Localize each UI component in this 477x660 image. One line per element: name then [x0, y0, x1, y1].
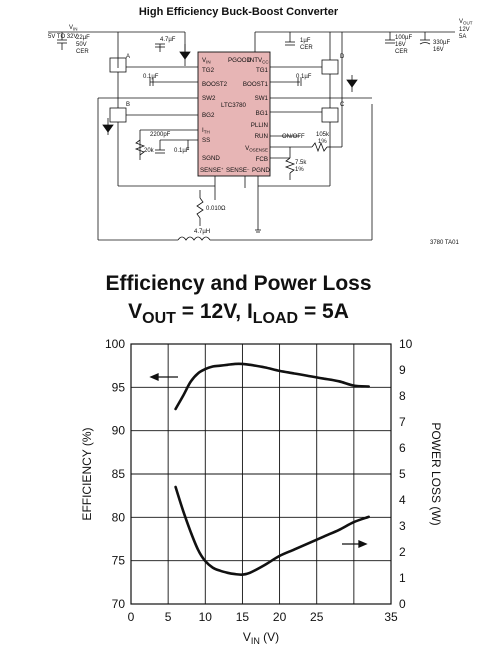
pin-run: RUN: [255, 133, 268, 140]
vout-current: 5A: [459, 34, 466, 40]
y-left-tick-label: 100: [105, 337, 125, 351]
pin-pllin: PLLIN: [251, 122, 268, 129]
chart-title: Efficiency and Power Loss: [105, 272, 372, 295]
pin-ss: SS: [202, 137, 210, 144]
y-right-tick-label: 1: [399, 571, 406, 585]
r-fb-tolerance: 1%: [295, 167, 304, 173]
y-right-tick-label: 4: [399, 493, 406, 507]
c-boost-value: 4.7µF: [160, 37, 176, 43]
pin-sgnd: SGND: [202, 155, 220, 162]
x-tick-label: 20: [273, 610, 287, 624]
chart-series: [174, 362, 370, 576]
schematic-title: High Efficiency Buck-Boost Converter: [138, 6, 339, 18]
c-intvcc-value: 1µF: [300, 38, 311, 44]
efficiency-arrowhead: [149, 373, 159, 381]
x-tick-label: 15: [236, 610, 250, 624]
buck-boost-schematic: VIN PGOOD INTVCC TG2 BOOST2 SW2 BG2 ITH …: [48, 19, 473, 246]
y-right-tick-label: 5: [399, 467, 406, 481]
switch-b-label: B: [126, 102, 130, 108]
y-left-axis-label: EFFICIENCY (%): [80, 427, 94, 520]
y-right-axis-label: POWER LOSS (W): [429, 422, 443, 525]
x-axis-label: VIN (V): [243, 630, 279, 646]
chart-subtitle: VOUT = 12V, ILOAD = 5A: [128, 300, 349, 328]
cin-voltage: 50V: [76, 42, 87, 48]
y-left-tick-label: 70: [112, 597, 126, 611]
plot-frame: [130, 343, 392, 605]
pin-sense-plus: SENSE+: [200, 166, 224, 174]
pin-bg2: BG2: [202, 112, 215, 119]
power-loss-arrowhead: [358, 540, 368, 548]
c-ss-value: 0.1µF: [174, 148, 190, 154]
cout1-voltage: 16V: [395, 42, 406, 48]
r-run-tolerance: 1%: [318, 139, 327, 145]
pin-tg1: TG1: [256, 67, 269, 74]
switch-c-label: C: [340, 102, 345, 108]
ltc3780-ic-body: [197, 51, 271, 177]
y-left-axis-ticks: 70 75 80 85 90 95 100: [105, 337, 125, 611]
c-boost1-value: 0.1µF: [296, 74, 312, 80]
pin-bg1: BG1: [256, 110, 269, 117]
pin-vosense: VOSENSE: [245, 145, 268, 153]
x-tick-label: 25: [310, 610, 324, 624]
pin-pgnd: PGND: [252, 167, 270, 174]
pin-intvcc: INTVCC: [248, 57, 269, 65]
vout-value: 12V: [459, 27, 470, 33]
y-left-tick-label: 90: [112, 424, 126, 438]
power-loss-curve: [174, 485, 370, 576]
y-left-tick-label: 95: [112, 380, 126, 394]
pin-tg2: TG2: [202, 67, 215, 74]
x-tick-label: 35: [384, 610, 398, 624]
y-right-axis-ticks: 0 1 2 3 4 5 6 7 8 9 10: [399, 337, 413, 611]
y-right-tick-label: 7: [399, 415, 406, 429]
inductor-value: 4.7µH: [194, 229, 210, 235]
y-right-tick-label: 2: [399, 545, 406, 559]
y-right-tick-label: 9: [399, 363, 406, 377]
cout1-type: CER: [395, 49, 408, 55]
y-right-tick-label: 6: [399, 441, 406, 455]
x-tick-label: 0: [128, 610, 135, 624]
cin-type: CER: [76, 49, 89, 55]
cout2-value: 330µF: [433, 40, 450, 46]
drawing-code: 3780 TA01: [430, 240, 459, 246]
vin-range: 5V TO 32V: [48, 34, 77, 40]
y-left-tick-label: 85: [112, 467, 126, 481]
on-off-label: ON/OFF: [282, 134, 305, 140]
pin-pgood: PGOOD: [228, 57, 252, 64]
pin-sense-minus: SENSE–: [226, 166, 250, 174]
r-ith-value: 20k: [144, 148, 155, 154]
cout2-voltage: 16V: [433, 47, 444, 53]
vout-label: VOUT: [459, 19, 473, 26]
cin-value: 22µF: [76, 35, 90, 41]
efficiency-curve: [174, 362, 370, 411]
vin-label: VIN: [69, 25, 78, 32]
y-right-tick-label: 8: [399, 389, 406, 403]
pin-vin: VIN: [202, 57, 211, 65]
x-axis-ticks: 0 5 10 15 20 25 35: [128, 610, 398, 624]
pin-sw1: SW1: [255, 95, 269, 102]
switch-a-label: A: [126, 54, 130, 60]
c-intvcc-type: CER: [300, 45, 313, 51]
pin-fcb: FCB: [256, 156, 268, 163]
y-left-tick-label: 75: [112, 554, 126, 568]
x-tick-label: 10: [199, 610, 213, 624]
y-right-tick-label: 0: [399, 597, 406, 611]
r-sense-value: 0.010Ω: [206, 206, 226, 212]
pin-boost2: BOOST2: [202, 81, 228, 88]
c-ith-value: 2200pF: [150, 132, 171, 138]
r-run-value: 105k: [316, 132, 330, 138]
pin-sw2: SW2: [202, 95, 216, 102]
y-right-tick-label: 10: [399, 337, 413, 351]
cout1-value: 100µF: [395, 35, 412, 41]
pin-ith: ITH: [202, 127, 210, 135]
y-left-tick-label: 80: [112, 510, 126, 524]
y-right-tick-label: 3: [399, 519, 406, 533]
c-boost2-value: 0.1µF: [143, 74, 159, 80]
switch-d-label: D: [340, 54, 345, 60]
r-fb-value: 7.5k: [295, 160, 307, 166]
ic-name: LTC3780: [221, 102, 247, 109]
efficiency-power-loss-chart: 0 5 10 15 20 25 35 70 75 80 85 90 95 100 0 1 2 3 4 5 6 7 8 9 1…: [80, 337, 443, 646]
pin-boost1: BOOST1: [243, 81, 269, 88]
chart-grid: [130, 343, 392, 605]
x-tick-label: 5: [165, 610, 172, 624]
